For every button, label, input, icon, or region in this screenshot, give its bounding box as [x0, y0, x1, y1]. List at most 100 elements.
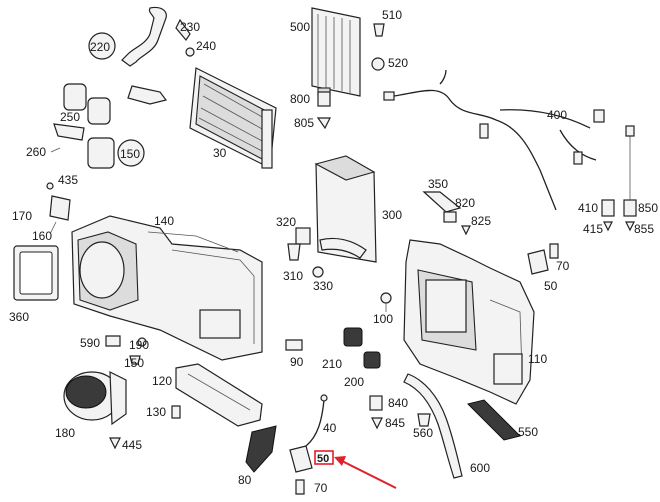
label-435: 435 — [58, 173, 78, 187]
label-190: 190 — [129, 338, 149, 352]
highlight-box — [314, 450, 334, 465]
motor-200 — [363, 351, 381, 369]
callout-circle-220 — [88, 32, 116, 60]
label-40: 40 — [323, 421, 337, 435]
vent-strip-550 — [467, 399, 521, 441]
control-unit-120 — [175, 363, 263, 427]
label-310: 310 — [283, 269, 303, 283]
duct-600 — [403, 373, 463, 479]
label-805: 805 — [294, 116, 314, 130]
wiring-harness-400 — [383, 69, 605, 211]
label-70a: 70 — [556, 259, 570, 273]
label-445: 445 — [122, 438, 142, 452]
part-320 — [295, 227, 311, 245]
link-rod — [319, 237, 367, 259]
label-400: 400 — [547, 108, 567, 122]
label-210: 210 — [322, 357, 342, 371]
blower-motor-180 — [63, 371, 127, 426]
label-500: 500 — [290, 20, 310, 34]
rod-40 — [305, 399, 325, 447]
bracket-350 — [422, 191, 462, 213]
screw-130 — [171, 405, 181, 419]
screw-190 — [137, 337, 147, 347]
part-50-highlighted — [289, 445, 313, 473]
motor-210 — [343, 327, 363, 347]
grommet-590 — [105, 335, 121, 347]
label-220: 220 — [90, 40, 110, 54]
label-140: 140 — [154, 214, 174, 228]
label-410: 410 — [578, 201, 598, 215]
red-arrow-shaft — [341, 460, 397, 489]
label-600: 600 — [470, 461, 490, 475]
flap-80 — [245, 425, 277, 473]
evaporator-500 — [311, 7, 361, 97]
label-560: 560 — [413, 426, 433, 440]
label-250: 250 — [60, 110, 80, 124]
label-845: 845 — [385, 416, 405, 430]
clip-845 — [371, 417, 383, 430]
label-840: 840 — [388, 396, 408, 410]
label-50: 50 — [544, 279, 558, 293]
label-330: 330 — [313, 279, 333, 293]
nut-100 — [380, 292, 392, 304]
housing-140 — [71, 215, 263, 361]
screw-510 — [373, 23, 385, 37]
label-230: 230 — [180, 20, 200, 34]
label-80: 80 — [238, 473, 252, 487]
label-850: 850 — [638, 201, 658, 215]
label-30: 30 — [213, 146, 227, 160]
label-825: 825 — [471, 214, 491, 228]
label-240: 240 — [196, 39, 216, 53]
label-150: 150 — [120, 147, 140, 161]
label-130: 130 — [146, 405, 166, 419]
sensor-800 — [317, 91, 331, 107]
clip-805 — [316, 117, 331, 130]
heater-core — [189, 67, 277, 169]
label-180: 180 — [55, 426, 75, 440]
actuator-160 — [49, 195, 71, 221]
label-590: 590 — [80, 336, 100, 350]
callout-circle-150 — [117, 139, 145, 167]
label-260: 260 — [26, 145, 46, 159]
label-90: 90 — [290, 355, 304, 369]
housing-110 — [403, 239, 535, 405]
label-510: 510 — [382, 8, 402, 22]
clip-825 — [461, 225, 471, 236]
label-200: 200 — [344, 375, 364, 389]
label-70b: 70 — [314, 481, 328, 495]
connector-410 — [601, 199, 615, 217]
label-300: 300 — [382, 208, 402, 222]
nut-520 — [371, 57, 385, 71]
label-550: 550 — [518, 425, 538, 439]
screw-70a — [549, 243, 559, 259]
screw-70b — [295, 479, 305, 495]
label-120: 120 — [152, 374, 172, 388]
label-520: 520 — [388, 56, 408, 70]
label-350: 350 — [428, 177, 448, 191]
label-415: 415 — [583, 222, 603, 236]
label-360: 360 — [9, 310, 29, 324]
label-800: 800 — [290, 92, 310, 106]
actuator-50 — [527, 249, 549, 275]
label-110: 110 — [528, 352, 547, 366]
part-820 — [443, 211, 457, 223]
label-170: 170 — [12, 209, 32, 223]
clip-445 — [109, 437, 121, 450]
clip-90 — [285, 339, 303, 351]
filter-300 — [314, 155, 377, 263]
red-arrow-head — [334, 456, 346, 466]
part-310 — [287, 243, 301, 261]
connector-850 — [623, 199, 637, 217]
sensor-840 — [369, 395, 383, 411]
hose-group — [121, 6, 195, 105]
part-560 — [417, 413, 431, 427]
label-50-highlighted: 50 — [317, 453, 329, 465]
label-150b: 150 — [124, 356, 144, 370]
label-820: 820 — [455, 196, 475, 210]
seal-group — [53, 83, 115, 169]
label-160: 160 — [32, 229, 52, 243]
ring-330 — [312, 266, 324, 278]
label-855: 855 — [634, 222, 654, 236]
